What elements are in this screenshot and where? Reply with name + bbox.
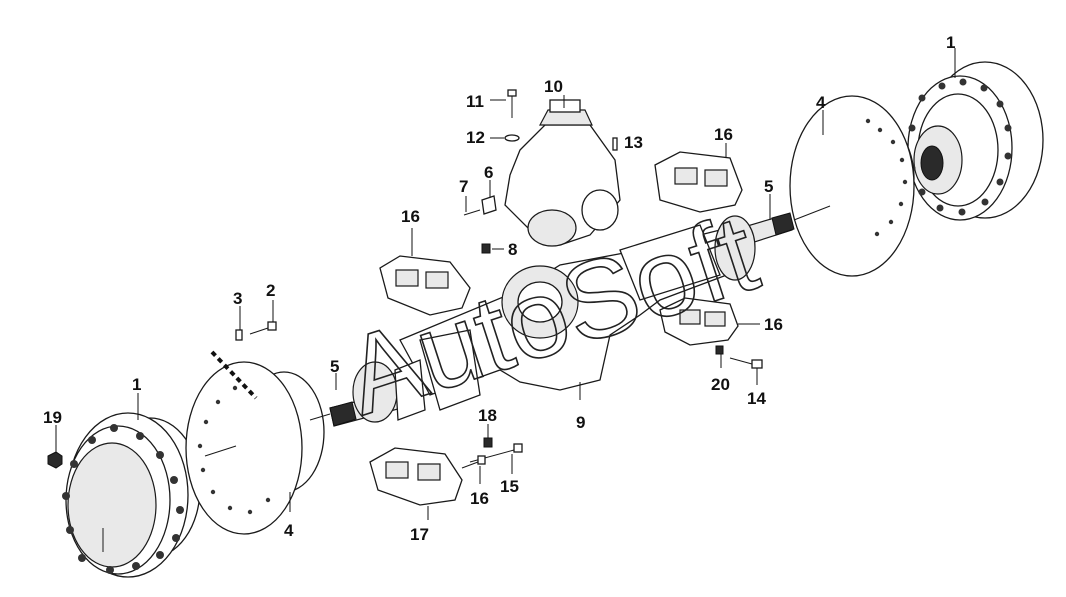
callout-label: 20: [711, 375, 730, 394]
bolt-14: [729, 357, 763, 369]
callout-labels: 1 1 2 3 4 4 5 5 6 7 8 9 10 11 12 13 14 1…: [43, 33, 955, 544]
callout-label: 4: [816, 93, 826, 112]
callout-label: 10: [544, 77, 563, 96]
leader-lines: [55, 48, 956, 520]
callout-label: 2: [266, 281, 275, 300]
callout-label: 6: [484, 163, 493, 182]
callout-label: 11: [466, 92, 484, 111]
callout-label: 19: [43, 408, 62, 427]
brake-caliper-top-right: [654, 151, 743, 213]
callout-label: 15: [500, 477, 519, 496]
nut-19: [47, 451, 63, 469]
bolt-2: [249, 321, 277, 335]
bolt-16-small: [461, 455, 486, 469]
brake-caliper-mid-right: [659, 297, 739, 346]
left-brake-disc: [185, 361, 325, 535]
callout-label: 5: [764, 177, 773, 196]
callout-label: 4: [284, 521, 294, 540]
callout-label: 18: [478, 406, 497, 425]
callout-label: 13: [624, 133, 643, 152]
fitting-8: [481, 243, 491, 254]
dashed-guide: [210, 350, 258, 400]
callout-label: 14: [747, 389, 766, 408]
callout-label: 12: [466, 128, 485, 147]
bolt-15: [469, 443, 523, 463]
left-wheel-hub: [62, 412, 201, 578]
differential-carrier: [504, 99, 621, 247]
washer-12: [504, 134, 520, 142]
callout-label: 8: [508, 240, 517, 259]
callout-label: 16: [401, 207, 420, 226]
callout-label: 16: [764, 315, 783, 334]
plug-6: [481, 195, 497, 215]
pin-13: [612, 137, 618, 151]
brake-caliper-bottom: [369, 447, 463, 506]
fitting-18: [483, 437, 493, 448]
callout-label: 7: [459, 177, 468, 196]
callout-label: 16: [714, 125, 733, 144]
stud-7: [463, 209, 481, 216]
callout-label: 1: [946, 33, 955, 52]
callout-label: 1: [132, 375, 141, 394]
bolt-11: [507, 89, 517, 118]
washer-3: [235, 329, 243, 341]
callout-label: 3: [233, 289, 242, 308]
fitting-20: [715, 345, 724, 355]
axle-housing: [352, 215, 756, 423]
callout-label: 17: [410, 525, 429, 544]
right-brake-disc: [789, 95, 915, 277]
callout-label: 9: [576, 413, 585, 432]
right-wheel-hub: [907, 61, 1044, 221]
brake-caliper-top-left: [379, 255, 471, 316]
callout-label: 5: [330, 357, 339, 376]
callout-label: 16: [470, 489, 489, 508]
